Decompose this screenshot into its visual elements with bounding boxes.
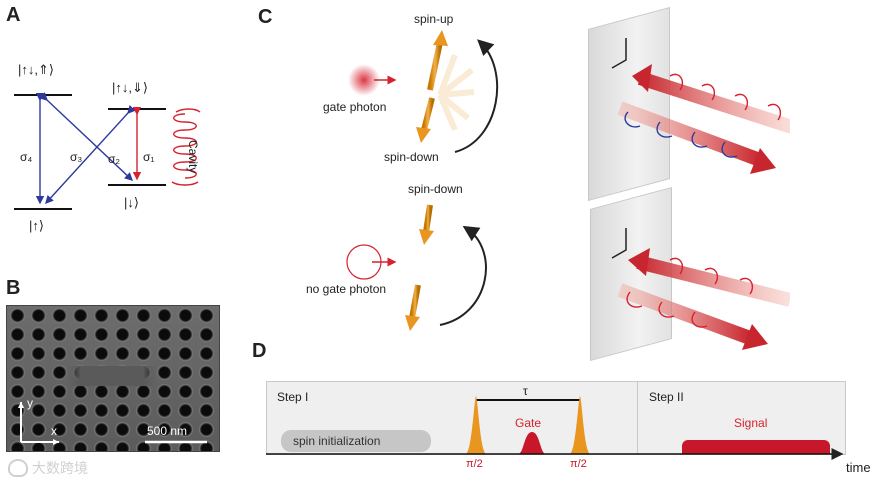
level-ground-right (108, 184, 166, 186)
pi2-right-label: π/2 (570, 458, 587, 470)
sigma3-label: σ₃ (70, 150, 83, 164)
step2-label: Step II (649, 390, 684, 404)
panel-label-d: D (252, 340, 267, 362)
spin-init-block: spin initialization (281, 430, 431, 452)
spin-diagram (346, 30, 499, 331)
scalebar-label: 500 nm (147, 424, 188, 438)
cavity-defect (67, 366, 157, 386)
axis-x-label: x (51, 424, 57, 438)
sigma3-arrow (39, 92, 134, 181)
spin-init-label: spin initialization (293, 434, 381, 448)
cavity-wave (173, 113, 197, 179)
sigma1-label: σ₁ (143, 150, 155, 164)
spin-down-label-bottom: spin-down (408, 182, 463, 196)
gate-pulse (518, 432, 546, 454)
pi2-pulse-left (466, 396, 486, 454)
spin-down-label-top: spin-down (384, 150, 439, 164)
signal-block (682, 440, 830, 454)
panel-label-b: B (6, 277, 21, 299)
spin-up-label: spin-up (414, 12, 454, 26)
state-excited-right: |↑↓,⇓⟩ (112, 80, 148, 95)
axis-y-label: y (27, 396, 33, 410)
tau-label: τ (523, 384, 528, 398)
sem-overlay (18, 402, 207, 445)
incoming-beam-top (637, 71, 790, 134)
spin-rotation-ghost (437, 53, 475, 132)
spin-up-arrow (427, 41, 443, 91)
watermark-text: 大数跨境 (32, 460, 88, 476)
panel-label-c: C (258, 6, 273, 28)
gate-photon-blob (348, 64, 380, 96)
pulse-sequence-panel: Step I Step II spin initialization Gate … (266, 381, 846, 455)
state-excited-left: |↑↓,⇑⟩ (18, 62, 54, 77)
step-divider (637, 382, 638, 454)
spin-down-arrow-top (421, 97, 435, 131)
cavity-label: Cavity (186, 140, 200, 174)
reflected-beam-top (617, 101, 763, 167)
pi2-left-label: π/2 (466, 458, 483, 470)
sigma2-arrow (45, 104, 136, 205)
step1-label: Step I (277, 390, 309, 404)
watermark: 大数跨境 (8, 458, 88, 478)
pi2-pulse-right (570, 396, 590, 454)
spin-down-arrow-bottom-2 (409, 284, 421, 319)
sigma2-label: σ₂ (108, 152, 121, 166)
gate-label: Gate (515, 416, 542, 430)
sigma4-label: σ₄ (20, 150, 33, 164)
reflected-beam-bottom (617, 283, 753, 345)
watermark-logo-icon (8, 459, 28, 477)
time-label: time (846, 460, 871, 475)
reflection-diagram (611, 38, 790, 350)
gate-photon-label: gate photon (323, 100, 387, 114)
no-gate-photon-label: no gate photon (306, 282, 387, 296)
transition-diagram (35, 92, 201, 205)
level-ground-left (14, 208, 72, 210)
sem-micrograph: x y 500 nm (6, 305, 220, 452)
panel-label-a: A (6, 4, 21, 26)
spin-down-arrow-bottom-1 (423, 204, 433, 233)
state-ground-left: |↑⟩ (29, 218, 44, 233)
signal-label: Signal (734, 416, 768, 430)
pulse-shapes (266, 396, 844, 460)
incoming-beam-bottom (636, 255, 790, 307)
